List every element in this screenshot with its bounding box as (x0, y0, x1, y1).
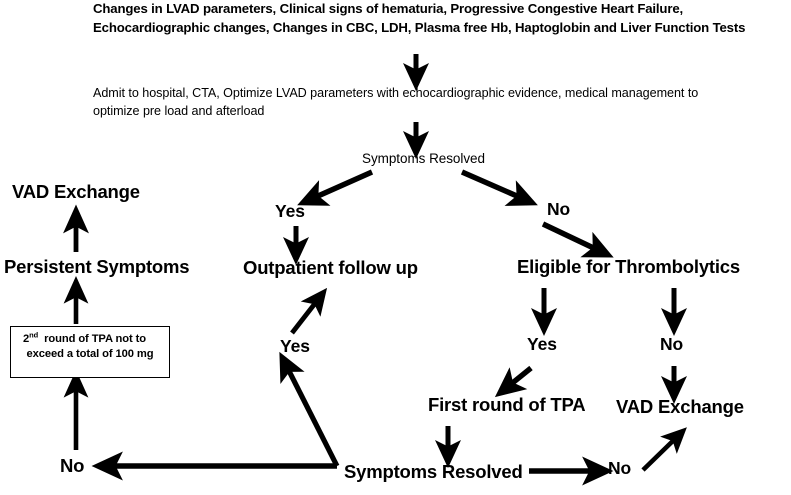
node-outpatient-follow-up: Outpatient follow up (243, 257, 418, 278)
node-first-round-of-tpa: First round of TPA (428, 394, 586, 415)
note-box-line-1: 2nd round of TPA not to (17, 330, 163, 347)
node-vad-exchange-right: VAD Exchange (616, 396, 744, 417)
node-persistent-symptoms: Persistent Symptoms (4, 256, 190, 277)
arrow-symptoms-bottom-to-yes-center (279, 351, 340, 468)
note-box-line-2: exceed a total of 100 mg (26, 347, 154, 360)
arrow-no-right-to-vad-exchange (641, 427, 687, 472)
arrow-symptoms-to-no (460, 169, 538, 206)
note-box-second-round-tpa: 2nd round of TPA not to exceed a total o… (10, 326, 170, 378)
note-ordinal-number: 2 (23, 333, 30, 345)
node-symptoms-resolved-bottom: Symptoms Resolved (344, 461, 523, 482)
arrow-yes-center-to-outpatient (290, 287, 328, 335)
presentation-line-1: Changes in LVAD parameters, Clinical sig… (93, 1, 684, 16)
arrow-yes-to-first-round (494, 365, 533, 398)
label-no-bottom-right: No (608, 458, 632, 478)
label-yes-center: Yes (280, 336, 310, 356)
label-no-bottom-left: No (60, 455, 85, 476)
node-symptoms-resolved-top: Symptoms Resolved (362, 151, 485, 166)
node-vad-exchange-left: VAD Exchange (12, 181, 140, 202)
label-yes-right: Yes (527, 334, 557, 354)
arrow-symptoms-to-yes (297, 169, 374, 206)
arrow-no-to-eligible (541, 221, 614, 258)
note-ordinal-suffix: nd (29, 330, 39, 340)
management-text-block: Admit to hospital, CTA, Optimize LVAD pa… (93, 85, 783, 121)
management-line-2: optimize pre load and afterload (93, 103, 265, 118)
node-eligible-for-thrombolytics: Eligible for Thrombolytics (517, 256, 740, 277)
management-line-1: Admit to hospital, CTA, Optimize LVAD pa… (93, 86, 699, 100)
presentation-text-block: Changes in LVAD parameters, Clinical sig… (93, 0, 791, 37)
presentation-line-2: Echocardiographic changes, Changes in CB… (93, 19, 746, 35)
label-no-right: No (660, 334, 684, 354)
note-line-1-rest: round of TPA not to (44, 333, 146, 345)
label-yes-top-left: Yes (275, 201, 305, 221)
label-no-top-right: No (547, 199, 571, 219)
